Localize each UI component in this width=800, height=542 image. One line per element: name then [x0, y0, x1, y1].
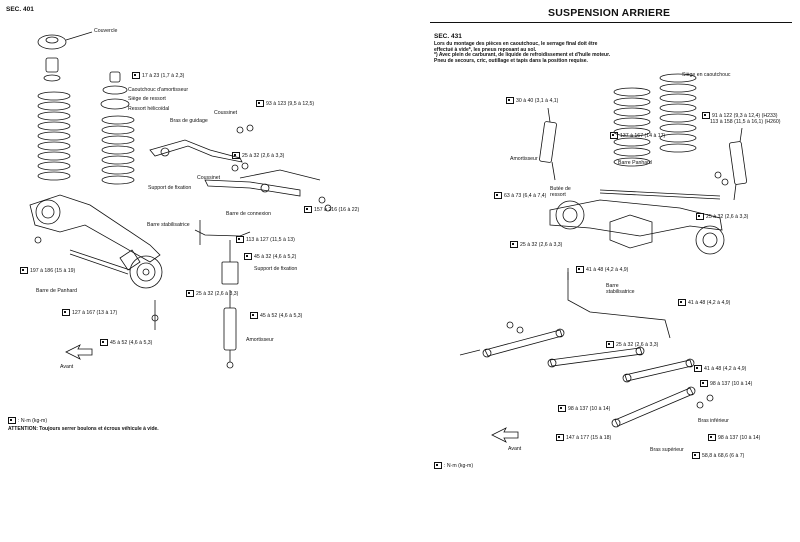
torque-spec: 25 à 32 (2,6 à 3,3) — [606, 341, 658, 348]
torque-wrench-icon — [20, 267, 28, 274]
label-spring-seat: Siège de ressort — [128, 96, 166, 102]
torque-wrench-icon — [186, 290, 194, 297]
torque-wrench-icon — [606, 341, 614, 348]
label-shock-absorber: Amortisseur — [510, 156, 538, 162]
torque-spec: 45 à 32 (4,6 à 5,2) — [244, 253, 296, 260]
torque-wrench-icon — [304, 206, 312, 213]
torque-spec: 41 à 48 (4,2 à 4,9) — [576, 266, 628, 273]
torque-spec: 25 à 32 (2,6 à 3,3) — [696, 213, 748, 220]
left-page: SEC. 401 — [6, 6, 359, 432]
title-rule — [430, 22, 792, 23]
torque-wrench-icon — [8, 417, 16, 424]
label-bushing-2: Coussinet — [197, 175, 221, 181]
coil-spring-right — [659, 73, 697, 153]
right-page: SUSPENSION ARRIERE SEC. 431 Lors du mont… — [400, 0, 800, 542]
torque-spec: 41 à 48 (4,2 à 4,9) — [678, 299, 730, 306]
front-suspension-drawing — [29, 31, 332, 369]
torque-wrench-icon — [702, 112, 710, 119]
label-coil-spring: Ressort hélicoïdal — [128, 106, 170, 112]
label-shock-rubber: Caoutchouc d'amortisseur — [128, 87, 189, 93]
torque-spec: 45 à 52 (4,6 à 5,3) — [250, 312, 302, 319]
torque-wrench-icon — [556, 434, 564, 441]
torque-wrench-icon — [558, 405, 566, 412]
label-cover: Couvercle — [94, 28, 118, 34]
torque-wrench-icon — [576, 266, 584, 273]
torque-spec: 98 à 137 (10 à 14) — [700, 380, 752, 387]
label-panhard-rod: Barre de Panhard — [36, 288, 77, 294]
torque-wrench-icon — [256, 100, 264, 107]
torque-legend: : N·m (kg-m) — [8, 417, 47, 424]
torque-wrench-icon — [692, 452, 700, 459]
torque-spec: 25 à 32 (2,6 à 3,3) — [232, 152, 284, 159]
label-upper-arm: Bras supérieur — [650, 447, 684, 453]
rear-suspension-drawing — [459, 73, 748, 443]
torque-spec: 157 à 216 (16 à 22) — [304, 206, 359, 213]
attention-note: ATTENTION: Toujours serrer boulons et éc… — [8, 426, 159, 432]
torque-wrench-icon — [506, 97, 514, 104]
shock-absorber-front — [223, 290, 237, 369]
torque-spec: 113 à 127 (11,5 à 13) — [236, 236, 295, 243]
label-front: Avant — [508, 446, 522, 452]
label-stabilizer-bar: Barre stabilisatrice — [606, 283, 635, 295]
torque-spec: 98 à 137 (10 à 14) — [558, 405, 610, 412]
torque-spec: 17 à 23 (1,7 à 2,3) — [132, 72, 184, 79]
torque-wrench-icon — [244, 253, 252, 260]
torque-spec: 25 à 32 (2,6 à 3,3) — [510, 241, 562, 248]
torque-spec: 147 à 177 (15 à 18) — [556, 434, 611, 441]
torque-wrench-icon — [610, 132, 618, 139]
torque-wrench-icon — [494, 192, 502, 199]
label-guide-arm: Bras de guidage — [170, 118, 208, 124]
torque-wrench-icon — [696, 213, 704, 220]
torque-spec: 58,8 à 68,6 (6 à 7) — [692, 452, 744, 459]
label-shock-absorber: Amortisseur — [246, 337, 274, 343]
label-connecting-rod: Barre de connexion — [226, 211, 271, 217]
torque-spec: 30 à 40 (3,1 à 4,1) — [506, 97, 558, 104]
torque-wrench-icon — [232, 152, 240, 159]
label-spring-bumper: Butée de ressort — [550, 186, 571, 198]
torque-wrench-icon — [100, 339, 108, 346]
torque-legend: : N·m (kg-m) — [434, 462, 473, 469]
torque-wrench-icon — [700, 380, 708, 387]
torque-wrench-icon — [708, 434, 716, 441]
torque-spec: 137 à 167 (14 à 17) — [610, 132, 665, 139]
torque-wrench-icon — [62, 309, 70, 316]
torque-spec: 45 à 52 (4,6 à 5,3) — [100, 339, 152, 346]
shock-absorber-right — [728, 127, 748, 201]
torque-wrench-icon — [510, 241, 518, 248]
section-number: SEC. 431 — [434, 33, 462, 40]
torque-spec: 41 à 48 (4,2 à 4,9) — [694, 365, 746, 372]
torque-spec: 63 à 73 (6,4 à 7,4) — [494, 192, 546, 199]
label-mounting-bracket-2: Support de fixation — [254, 266, 298, 272]
label-stabilizer-bar: Barre stabilisatrice — [147, 222, 190, 228]
coil-spring-left — [37, 91, 71, 181]
coil-spring-right — [101, 115, 135, 185]
torque-spec: 127 à 167 (13 à 17) — [62, 309, 117, 316]
torque-spec: 91 à 122 (9,3 à 12,4) (H233) — [702, 112, 777, 119]
torque-spec: 98 à 137 (10 à 14) — [708, 434, 760, 441]
label-bushing-1: Coussinet — [214, 110, 238, 116]
torque-wrench-icon — [132, 72, 140, 79]
torque-wrench-icon — [694, 365, 702, 372]
coil-spring-left — [613, 87, 651, 167]
label-panhard-rod: Barre Panhard — [618, 160, 652, 166]
torque-wrench-icon — [434, 462, 442, 469]
torque-spec: 25 à 32 (2,6 à 3,3) — [186, 290, 238, 297]
torque-spec: 197 à 186 (15 à 19) — [20, 267, 75, 274]
torque-wrench-icon — [250, 312, 258, 319]
torque-spec: 93 à 123 (9,5 à 12,5) — [256, 100, 314, 107]
label-rubber-seat: Siège en caoutchouc — [682, 72, 731, 78]
page-title: SUSPENSION ARRIERE — [548, 7, 671, 19]
label-lower-arm: Bras inférieur — [698, 418, 729, 424]
torque-spec-alt: 113 à 158 (11,5 à 16,1) (H260) — [710, 119, 781, 125]
label-mounting-bracket-1: Support de fixation — [148, 185, 192, 191]
torque-wrench-icon — [678, 299, 686, 306]
mounting-note: Lors du montage des pièces en caoutchouc… — [434, 41, 611, 64]
section-number: SEC. 401 — [6, 6, 34, 13]
label-front: Avant — [60, 364, 74, 370]
torque-wrench-icon — [236, 236, 244, 243]
shock-absorber-left — [539, 107, 557, 181]
